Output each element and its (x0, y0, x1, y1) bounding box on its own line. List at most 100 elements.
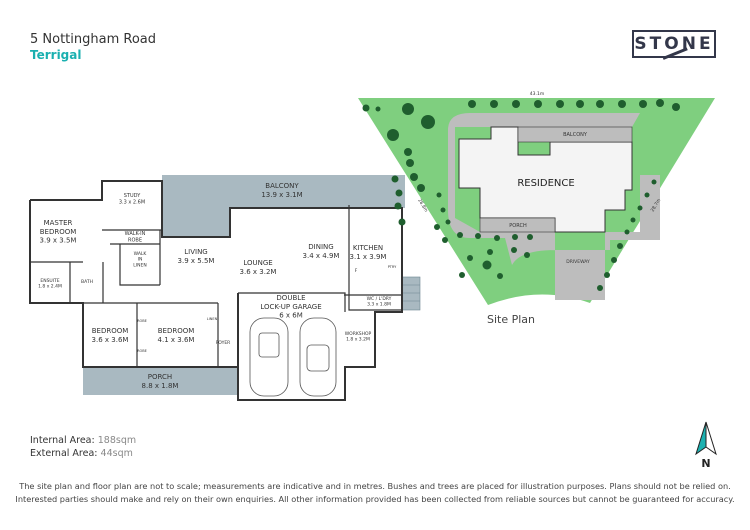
room-name-label: PORCH (148, 373, 172, 381)
tree-icon (442, 237, 448, 243)
tree-icon (497, 273, 503, 279)
room-name2-label: LOCK-UP GARAGE (260, 303, 321, 311)
site-dimension-top: 43.1m (530, 91, 544, 97)
tree-icon (406, 159, 414, 167)
tree-icon (597, 285, 603, 291)
area-summary: Internal Area: 188sqm External Area: 44s… (30, 434, 136, 460)
room-name-label: DINING (308, 243, 333, 251)
tree-icon (387, 129, 399, 141)
tree-icon (468, 100, 476, 108)
tree-icon (417, 184, 425, 192)
room-name-label: WALK-IN (125, 231, 146, 237)
room-dims-label: 13.9 x 3.1M (261, 191, 302, 199)
north-arrow-icon: N (695, 421, 717, 470)
room-dims-label: 6 x 6M (279, 312, 303, 320)
property-address: 5 Nottingham Road (30, 32, 157, 47)
room-name-label: BEDROOM (158, 327, 195, 335)
tree-icon (445, 219, 451, 225)
site-driveway-label: DRIVEWAY (566, 259, 590, 265)
tree-icon (398, 218, 406, 226)
room-name-label: ENSUITE (40, 278, 59, 284)
external-area-value: 44sqm (100, 448, 133, 459)
tree-icon (524, 252, 530, 258)
tree-icon (604, 272, 610, 278)
cars (249, 317, 337, 397)
stone-logo: STONE (632, 30, 716, 58)
disclaimer: The site plan and floor plan are not to … (15, 481, 735, 504)
room-dims-label: 4.1 x 3.6M (158, 336, 195, 344)
tree-icon (527, 234, 533, 240)
tree-icon (487, 249, 493, 255)
tree-icon (490, 100, 498, 108)
room-dims-label: 3.6 x 3.2M (240, 268, 277, 276)
tree-icon (394, 202, 402, 210)
room-dims-label: 3.3 x 2.6M (119, 199, 145, 205)
tree-icon (421, 115, 435, 129)
tree-icon (637, 205, 643, 211)
trees (362, 99, 680, 291)
tree-icon (436, 192, 442, 198)
tree-icon (512, 100, 520, 108)
tree-icon (630, 217, 636, 223)
internal-area-label: Internal Area: (30, 435, 95, 446)
room-dims-label: 3.1 x 3.9M (350, 253, 387, 261)
tree-icon (556, 100, 564, 108)
tree-icon (651, 179, 657, 185)
site-balcony-label: BALCONY (563, 132, 588, 138)
room-name-label: PTRY (388, 265, 397, 269)
balcony-area (162, 175, 405, 237)
room-name-label: BEDROOM (92, 327, 129, 335)
room-name2-label: ROBE (128, 237, 142, 243)
north-label: N (701, 457, 710, 470)
external-area-label: External Area: (30, 448, 98, 459)
room-dims-label: 1.8 x 2.4M (38, 284, 62, 290)
tree-icon (459, 272, 465, 278)
tree-icon (494, 235, 500, 241)
room-name-label: WORKSHOP (345, 331, 372, 337)
site-porch (479, 217, 556, 233)
room-name3-label: LINEN (133, 262, 146, 268)
tree-icon (434, 224, 440, 230)
tree-icon (511, 247, 517, 253)
room-name-label: STUDY (124, 193, 141, 199)
room-name-label: F (355, 268, 358, 274)
room-dims-label: 3.9 x 3.5M (40, 237, 77, 245)
tree-icon (410, 173, 418, 181)
room-name-label: BATH (81, 279, 93, 285)
room-name2-label: BEDROOM (40, 228, 77, 236)
tree-icon (656, 99, 664, 107)
room-name-label: MASTER (44, 219, 73, 227)
room-name-label: WC / L'DRY (367, 296, 392, 302)
tree-icon (362, 104, 370, 112)
site-porch-label: PORCH (509, 223, 527, 229)
room-name-label: ROBE (137, 349, 147, 353)
tree-icon (475, 233, 481, 239)
tree-icon (617, 243, 623, 249)
room-name2-label: IN (138, 257, 143, 263)
tree-icon (534, 100, 542, 108)
stairs (401, 276, 421, 311)
room-dims-label: 3.6 x 3.6M (92, 336, 129, 344)
walls (29, 180, 403, 401)
property-suburb: Terrigal (30, 48, 82, 62)
room-dims-label: 8.8 x 1.8M (142, 382, 179, 390)
internal-area-value: 188sqm (97, 435, 137, 446)
room-name-label: DOUBLE (276, 294, 305, 302)
tree-icon (644, 192, 650, 198)
tree-icon (576, 100, 584, 108)
site-plan-title: Site Plan (487, 313, 535, 326)
tree-icon (467, 255, 473, 261)
tree-icon (512, 234, 518, 240)
porch-area (83, 367, 238, 395)
room-dims-label: 3.3 x 1.8M (367, 302, 391, 308)
site-plan: RESIDENCE BALCONY PORCH DRIVEWAY 43.1m 2… (358, 91, 715, 326)
room-name-label: WALK (134, 251, 148, 257)
site-residence-label: RESIDENCE (517, 178, 574, 189)
tree-icon (611, 257, 617, 263)
tree-icon (395, 189, 403, 197)
site-balcony (517, 126, 633, 143)
room-name-label: BALCONY (265, 182, 299, 190)
tree-icon (402, 103, 414, 115)
tree-icon (482, 260, 492, 270)
